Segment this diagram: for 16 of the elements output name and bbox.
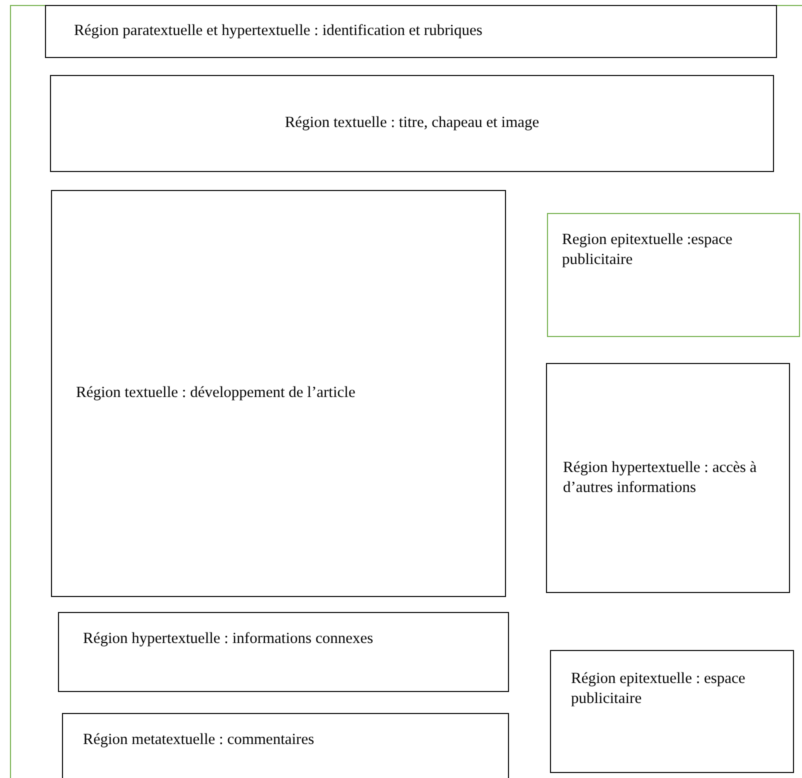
region-label: Région paratextuelle et hypertextuelle : identification et rubriques [74,21,482,42]
region-box [51,190,506,597]
region-box [550,650,794,773]
region-label: Région hypertextuelle : informations connexes [83,629,374,649]
region-label: Région epitextuelle : espace publicitaire [571,669,746,710]
region-box [50,75,774,172]
region-box [546,363,790,593]
region-label: Région textuelle : titre, chapeau et image [284,113,540,134]
region-label: Region epitextuelle :espace publicitaire [562,230,734,270]
region-label: Région textuelle : développement de l’article [76,383,356,404]
region-box [58,612,509,692]
region-label: Région metatextuelle : commentaires [83,730,314,750]
region-box [547,213,800,337]
region-box [62,713,509,778]
region-label: Région hypertextuelle : accès à d’autres informations [563,458,758,498]
region-box [45,5,777,58]
